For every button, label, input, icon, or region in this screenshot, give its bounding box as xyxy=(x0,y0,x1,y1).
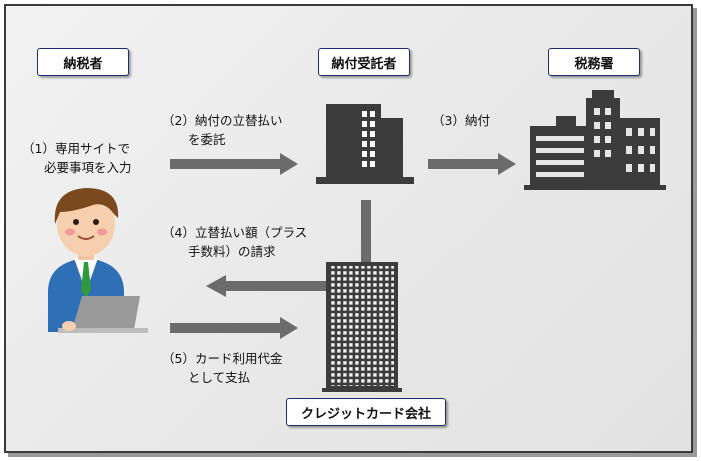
step-4-label: （4）立替払い額（プラス 手数料）の請求 xyxy=(162,223,307,261)
arrow-step3 xyxy=(428,153,516,175)
taxpayer-box: 納税者 xyxy=(37,48,129,76)
card-company-building-icon xyxy=(322,262,402,392)
arrow-step4 xyxy=(206,275,326,297)
step-5-line1: （5）カード利用代金 xyxy=(162,351,283,366)
step-5-label: （5）カード利用代金 として支払 xyxy=(162,349,282,387)
tax-office-buildings-icon xyxy=(524,90,666,190)
step-3-label: （3）納付 xyxy=(432,111,490,130)
arrow-step2 xyxy=(170,153,298,175)
tax-office-box: 税務署 xyxy=(548,48,640,76)
step-4-line1: （4）立替払い額（プラス xyxy=(162,225,308,240)
step-2-line1: （2）納付の立替払い xyxy=(162,113,283,128)
payment-agent-box: 納付受託者 xyxy=(318,48,410,76)
office-building-icon xyxy=(316,104,414,184)
step-1-label: （1）専用サイトで 必要事項を入力 xyxy=(22,139,132,177)
step-4-line2: 手数料）の請求 xyxy=(188,244,276,259)
step-3-line1: （3）納付 xyxy=(432,113,490,128)
step-5-line2: として支払 xyxy=(188,370,251,385)
step-2-label: （2）納付の立替払い を委託 xyxy=(162,111,282,149)
step-1-line2: 必要事項を入力 xyxy=(44,160,132,175)
arrow-step5 xyxy=(170,317,298,339)
person-with-laptop-icon xyxy=(48,188,148,333)
step-2-line2: を委託 xyxy=(188,132,226,147)
step-1-line1: （1）専用サイトで xyxy=(22,141,130,156)
credit-card-company-box: クレジットカード会社 xyxy=(286,398,446,426)
connector-line xyxy=(361,200,371,262)
